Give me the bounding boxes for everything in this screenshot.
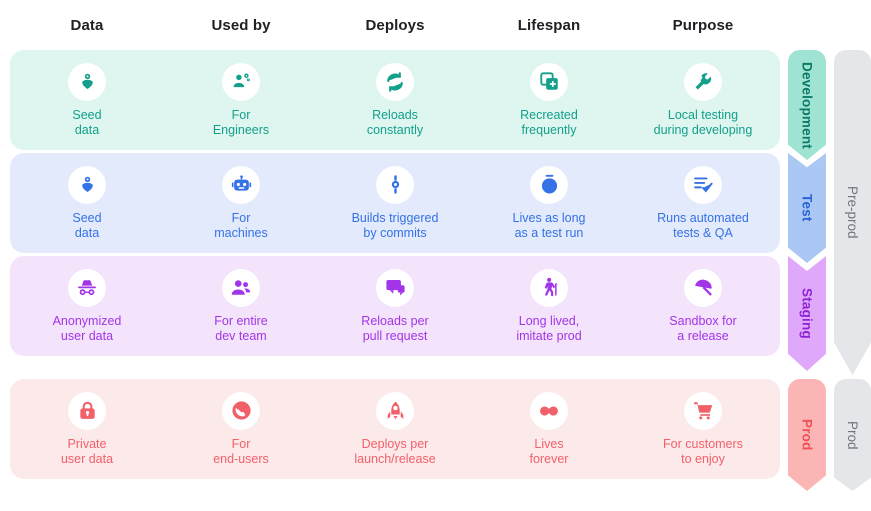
cell-prod-data: Private user data xyxy=(10,391,164,467)
cell-staging-used-by: For entire dev team xyxy=(164,268,318,344)
column-header-row: Data Used by Deploys Lifespan Purpose xyxy=(10,0,780,50)
column-header-deploys: Deploys xyxy=(365,16,425,34)
stage-chevron-prod[interactable]: Prod xyxy=(788,379,826,491)
cell-label: For end-users xyxy=(213,436,269,466)
stage-chevron-label: Staging xyxy=(799,288,815,339)
cell-test-used-by: For machines xyxy=(164,165,318,241)
wrench-icon xyxy=(684,62,722,101)
cell-label: Lives forever xyxy=(529,436,569,466)
stage-row-staging: Anonymized user data For entire dev team… xyxy=(10,256,780,356)
copy-plus-icon xyxy=(530,62,568,101)
cell-label: Seed data xyxy=(72,107,102,137)
globe-icon xyxy=(222,391,260,430)
cell-development-purpose: Local testing during developing xyxy=(626,62,780,138)
reload-sync-icon xyxy=(376,62,414,101)
cell-label: Anonymized user data xyxy=(52,313,122,343)
stage-chevron-staging[interactable]: Staging xyxy=(788,256,826,371)
people-group-icon xyxy=(222,268,260,307)
cell-label: For machines xyxy=(214,210,268,240)
cell-label: For Engineers xyxy=(212,107,270,137)
column-header-data: Data xyxy=(70,16,104,34)
shopping-cart-icon xyxy=(684,391,722,430)
cell-label: Sandbox for a release xyxy=(669,313,737,343)
stage-chevron-label: Prod xyxy=(799,419,815,451)
beach-umbrella-icon xyxy=(684,268,722,307)
cell-development-used-by: For Engineers xyxy=(164,62,318,138)
cell-label: Deploys per launch/release xyxy=(354,436,436,466)
cell-test-lifespan: Lives as long as a test run xyxy=(472,165,626,241)
stage-chevron-label: Test xyxy=(799,194,815,222)
cell-label: Reloads per pull request xyxy=(361,313,429,343)
group-band-label: Prod xyxy=(845,420,860,450)
stage-row-prod: Private user data For end-users Deploys … xyxy=(10,379,780,479)
cell-prod-deploys: Deploys per launch/release xyxy=(318,391,472,467)
cell-label: Builds triggered by commits xyxy=(351,210,439,240)
cell-label: Reloads constantly xyxy=(366,107,424,137)
stopwatch-icon xyxy=(530,165,568,204)
column-header-used-by: Used by xyxy=(211,16,271,34)
cell-label: Private user data xyxy=(60,436,114,466)
cell-test-purpose: Runs automated tests & QA xyxy=(626,165,780,241)
cell-staging-purpose: Sandbox for a release xyxy=(626,268,780,344)
rocket-icon xyxy=(376,391,414,430)
column-header-purpose: Purpose xyxy=(672,16,734,34)
cell-label: Seed data xyxy=(72,210,102,240)
walking-cane-icon xyxy=(530,268,568,307)
cell-staging-lifespan: Long lived, imitate prod xyxy=(472,268,626,344)
group-band-pre-prod: Pre-prod xyxy=(834,50,871,375)
stage-chevron-test[interactable]: Test xyxy=(788,153,826,263)
cell-test-data: Seed data xyxy=(10,165,164,241)
cell-development-deploys: Reloads constantly xyxy=(318,62,472,138)
infinity-icon xyxy=(530,391,568,430)
cell-development-data: Seed data xyxy=(10,62,164,138)
cell-label: Lives as long as a test run xyxy=(512,210,586,240)
stage-chevron-development[interactable]: Development xyxy=(788,50,826,160)
group-band-prod: Prod xyxy=(834,379,871,491)
seed-flower-icon xyxy=(68,165,106,204)
cell-test-deploys: Builds triggered by commits xyxy=(318,165,472,241)
stage-row-development: Seed data For Engineers Reloads constant… xyxy=(10,50,780,150)
column-header-lifespan: Lifespan xyxy=(517,16,581,34)
cell-label: For customers to enjoy xyxy=(663,436,743,466)
cell-development-lifespan: Recreated frequently xyxy=(472,62,626,138)
cell-label: Runs automated tests & QA xyxy=(657,210,749,240)
cell-staging-data: Anonymized user data xyxy=(10,268,164,344)
cell-label: Recreated frequently xyxy=(520,107,578,137)
group-band-label: Pre-prod xyxy=(845,186,860,239)
cell-prod-purpose: For customers to enjoy xyxy=(626,391,780,467)
incognito-icon xyxy=(68,268,106,307)
cell-prod-lifespan: Lives forever xyxy=(472,391,626,467)
lock-icon xyxy=(68,391,106,430)
checklist-icon xyxy=(684,165,722,204)
cell-label: For entire dev team xyxy=(214,313,268,343)
engineer-gears-icon xyxy=(222,62,260,101)
commit-icon xyxy=(376,165,414,204)
cell-prod-used-by: For end-users xyxy=(164,391,318,467)
seed-flower-icon xyxy=(68,62,106,101)
chat-bubble-icon xyxy=(376,268,414,307)
stage-row-test: Seed data For machines Builds triggered … xyxy=(10,153,780,253)
cell-staging-deploys: Reloads per pull request xyxy=(318,268,472,344)
robot-icon xyxy=(222,165,260,204)
cell-label: Local testing during developing xyxy=(653,107,753,137)
cell-label: Long lived, imitate prod xyxy=(516,313,582,343)
stage-chevron-label: Development xyxy=(799,61,815,149)
